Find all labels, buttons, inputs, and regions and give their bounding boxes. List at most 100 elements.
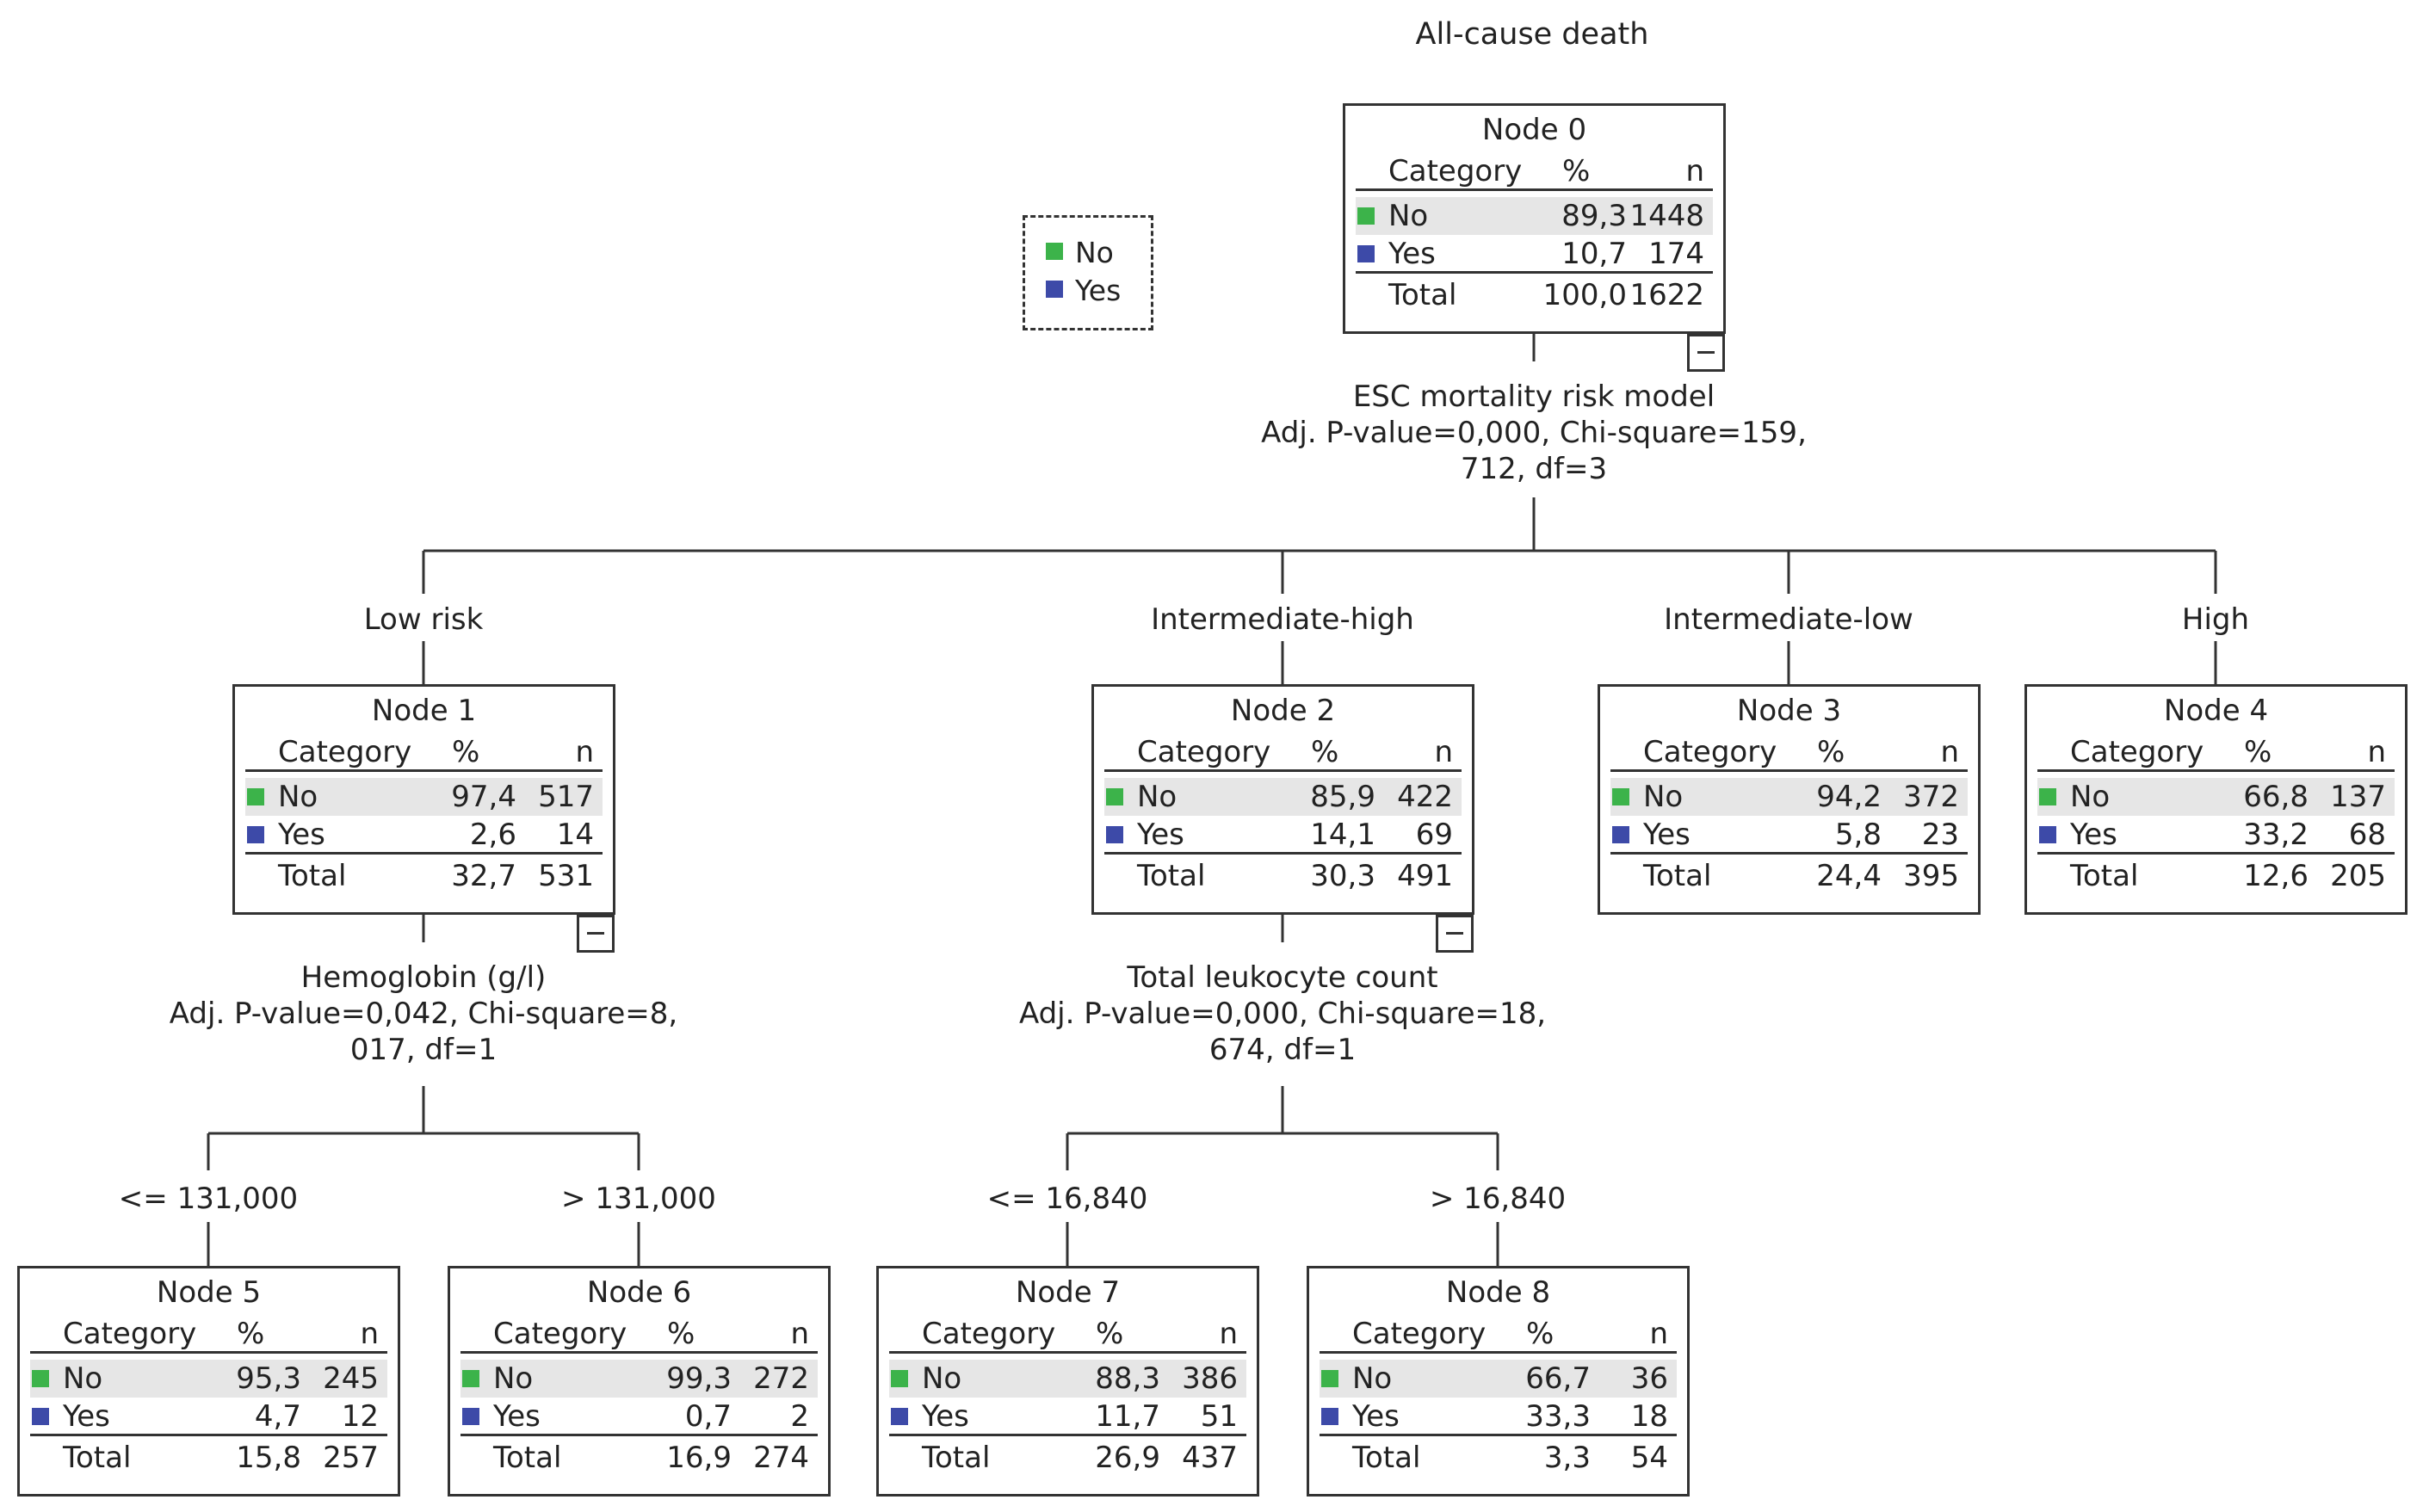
- swatch-no: [1321, 1370, 1338, 1387]
- branch-label-intermediate-high: Intermediate-high: [1151, 602, 1414, 637]
- header-n: n: [790, 1317, 809, 1351]
- cell-category: No: [493, 1361, 534, 1396]
- swatch-no: [1357, 207, 1375, 225]
- cell-n: 23: [1921, 818, 1959, 852]
- header-percent: %: [452, 735, 480, 769]
- cell-n: 257: [323, 1441, 379, 1475]
- swatch-no: [1106, 788, 1123, 805]
- header-percent: %: [1096, 1317, 1124, 1351]
- legend-swatch-yes: [1046, 280, 1063, 298]
- cell-n: 372: [1903, 780, 1959, 814]
- cell-percent: 16,9: [666, 1441, 732, 1475]
- cell-percent: 0,7: [684, 1399, 732, 1434]
- row-no: No 66,8 137: [2037, 778, 2395, 818]
- branch-label-intermediate-low: Intermediate-low: [1664, 602, 1913, 637]
- cell-category: Total: [278, 859, 347, 893]
- row-total: Total 100,0 1622: [1356, 276, 1713, 314]
- cell-n: 14: [556, 818, 594, 852]
- cell-category: Total: [1352, 1441, 1421, 1475]
- node-title: Node 2: [1230, 694, 1336, 728]
- header-n: n: [2367, 735, 2386, 769]
- cell-percent: 12,6: [2243, 859, 2309, 893]
- node-title: Node 4: [2163, 694, 2269, 728]
- cell-percent: 14,1: [1310, 818, 1375, 852]
- legend-swatch-no: [1046, 242, 1063, 260]
- cell-percent: 26,9: [1095, 1441, 1160, 1475]
- cell-category: Total: [1643, 859, 1712, 893]
- cell-percent: 85,9: [1310, 780, 1375, 814]
- cell-category: Total: [922, 1441, 991, 1475]
- tree-node-6: Node 6 Category % n No 99,3 272 Yes 0,7 …: [448, 1266, 831, 1497]
- cell-category: Yes: [1352, 1399, 1400, 1434]
- tree-node-7: Node 7 Category % n No 88,3 386 Yes 11,7…: [876, 1266, 1259, 1497]
- row-yes: Yes 33,3 18: [1320, 1398, 1677, 1436]
- cell-n: 517: [538, 780, 594, 814]
- header-percent: %: [1817, 735, 1845, 769]
- legend: No Yes: [1023, 215, 1153, 330]
- swatch-no: [247, 788, 264, 805]
- cell-category: No: [2070, 780, 2111, 814]
- header-percent: %: [1526, 1317, 1555, 1351]
- cell-n: 12: [341, 1399, 379, 1434]
- cell-percent: 2,6: [469, 818, 516, 852]
- node-table-header: Category % n: [2037, 735, 2395, 772]
- cell-n: 1448: [1629, 199, 1704, 233]
- node-table-header: Category % n: [1610, 735, 1968, 772]
- tree-node-3: Node 3 Category % n No 94,2 372 Yes 5,8 …: [1598, 684, 1981, 915]
- row-total: Total 26,9 437: [889, 1439, 1246, 1477]
- cell-percent: 3,3: [1543, 1441, 1591, 1475]
- cell-category: Yes: [1137, 818, 1184, 852]
- node-table-header: Category % n: [30, 1317, 387, 1354]
- tree-node-5: Node 5 Category % n No 95,3 245 Yes 4,7 …: [17, 1266, 400, 1497]
- swatch-no: [891, 1370, 908, 1387]
- swatch-yes: [1321, 1408, 1338, 1425]
- header-n: n: [1940, 735, 1959, 769]
- cell-n: 69: [1415, 818, 1453, 852]
- cell-category: Yes: [1388, 237, 1436, 271]
- cell-category: No: [1352, 1361, 1393, 1396]
- cell-n: 245: [323, 1361, 379, 1396]
- branch-label-low-risk: Low risk: [363, 602, 484, 637]
- cell-n: 272: [753, 1361, 809, 1396]
- cell-percent: 4,7: [254, 1399, 301, 1434]
- tree-node-2: Node 2 Category % n No 85,9 422 Yes 14,1…: [1091, 684, 1474, 915]
- cell-percent: 88,3: [1095, 1361, 1160, 1396]
- split-label-node-1: Hemoglobin (g/l) Adj. P-value=0,042, Chi…: [169, 960, 678, 1067]
- cell-n: 18: [1630, 1399, 1668, 1434]
- cell-category: No: [922, 1361, 962, 1396]
- cell-category: Total: [1388, 278, 1457, 312]
- node-title: Node 3: [1736, 694, 1842, 728]
- node-title: Node 8: [1445, 1275, 1551, 1310]
- node-table-header: Category % n: [1320, 1317, 1677, 1354]
- cell-category: Yes: [922, 1399, 969, 1434]
- cell-n: 437: [1182, 1441, 1238, 1475]
- cell-percent: 66,8: [2243, 780, 2309, 814]
- cell-category: Yes: [63, 1399, 110, 1434]
- swatch-no: [462, 1370, 479, 1387]
- cell-n: 491: [1397, 859, 1453, 893]
- tree-node-0: Node 0 Category % n No 89,3 1448 Yes 10,…: [1343, 103, 1726, 334]
- legend-item-yes: Yes: [1046, 273, 1121, 309]
- cell-n: 137: [2330, 780, 2386, 814]
- collapse-button-node-2[interactable]: [1436, 915, 1474, 953]
- cell-percent: 95,3: [236, 1361, 301, 1396]
- cell-percent: 94,2: [1816, 780, 1882, 814]
- collapse-button-node-0[interactable]: [1687, 334, 1725, 372]
- header-category: Category: [1137, 735, 1271, 769]
- collapse-button-node-1[interactable]: [577, 915, 615, 953]
- swatch-yes: [462, 1408, 479, 1425]
- header-category: Category: [493, 1317, 627, 1351]
- header-category: Category: [922, 1317, 1056, 1351]
- branch-label-leukocyte-high: > 16,840: [1429, 1182, 1567, 1216]
- node-table-header: Category % n: [1104, 735, 1462, 772]
- header-percent: %: [237, 1317, 265, 1351]
- row-total: Total 32,7 531: [245, 857, 603, 895]
- header-n: n: [1219, 1317, 1238, 1351]
- cell-n: 274: [753, 1441, 809, 1475]
- cell-category: Yes: [493, 1399, 541, 1434]
- cell-category: No: [63, 1361, 103, 1396]
- header-percent: %: [1562, 154, 1591, 188]
- tree-title: All-cause death: [1415, 17, 1649, 52]
